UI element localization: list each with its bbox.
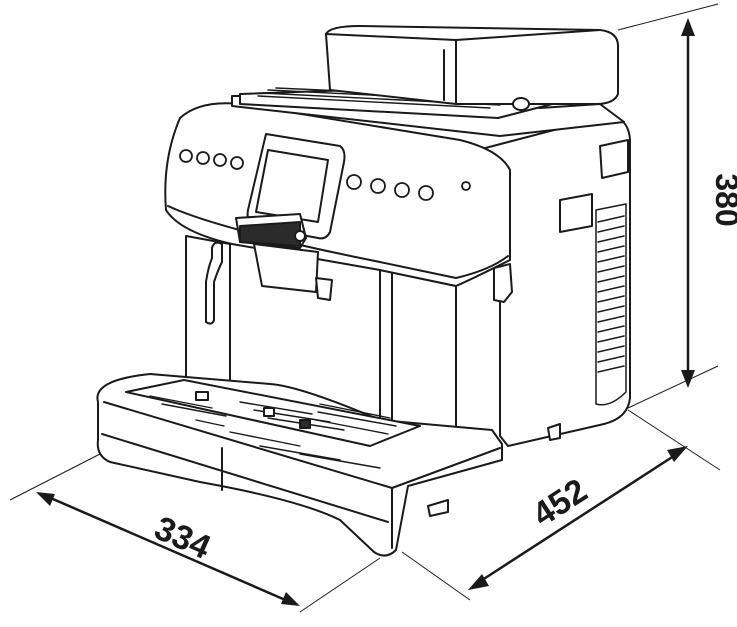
control-button bbox=[213, 153, 227, 167]
width-label: 334 bbox=[149, 509, 216, 567]
control-button bbox=[346, 174, 362, 190]
width-dimension-line bbox=[45, 494, 291, 604]
side-recess bbox=[559, 193, 593, 233]
indicator-light bbox=[461, 181, 471, 191]
depth-arrow-back bbox=[667, 446, 688, 462]
grid-marker bbox=[263, 407, 275, 417]
spout-body bbox=[253, 243, 319, 293]
drip-grid-slots bbox=[149, 395, 397, 469]
grid-marker bbox=[299, 419, 311, 429]
water-nozzle bbox=[315, 277, 333, 301]
housing-lower-edge bbox=[167, 205, 509, 279]
display-screen bbox=[255, 149, 329, 223]
width-arrow-left bbox=[36, 492, 55, 506]
depth-arrow-front bbox=[468, 574, 489, 590]
control-button bbox=[179, 149, 193, 163]
coffee-machine bbox=[96, 25, 631, 557]
side-slot bbox=[599, 139, 629, 179]
height-label: 380 bbox=[709, 173, 737, 226]
width-arrow-right bbox=[281, 592, 300, 606]
spout-screw bbox=[294, 230, 306, 242]
control-button bbox=[230, 156, 244, 170]
drip-tray bbox=[96, 373, 503, 557]
grind-dial bbox=[512, 97, 530, 111]
side-latch bbox=[493, 263, 513, 303]
bean-hopper bbox=[325, 25, 619, 105]
width-extension-left bbox=[9, 453, 101, 501]
width-extension-right bbox=[299, 557, 381, 613]
height-extension-bottom bbox=[627, 365, 719, 409]
depth-extension-front bbox=[401, 551, 471, 601]
control-button bbox=[196, 151, 210, 165]
spout-dark-band bbox=[239, 221, 301, 247]
height-arrow-top bbox=[681, 18, 695, 36]
depth-dimension-line bbox=[475, 450, 681, 586]
height-arrow-bottom bbox=[681, 370, 695, 388]
machine-foot bbox=[547, 423, 561, 441]
control-button bbox=[370, 178, 386, 194]
control-button bbox=[394, 182, 410, 198]
drip-tray-lower-edge bbox=[101, 433, 389, 523]
control-button bbox=[418, 185, 434, 201]
side-vent-grille bbox=[595, 203, 627, 406]
hopper-lid-edge bbox=[455, 29, 601, 41]
depth-label: 452 bbox=[526, 471, 594, 534]
left-button-group bbox=[179, 149, 244, 170]
height-extension-top bbox=[617, 3, 719, 31]
steam-wand bbox=[205, 241, 223, 325]
right-button-group bbox=[346, 174, 471, 201]
dimension-lines bbox=[9, 3, 721, 613]
machine-foot bbox=[427, 499, 449, 517]
grid-marker bbox=[195, 391, 209, 401]
depth-extension-back bbox=[627, 409, 721, 471]
